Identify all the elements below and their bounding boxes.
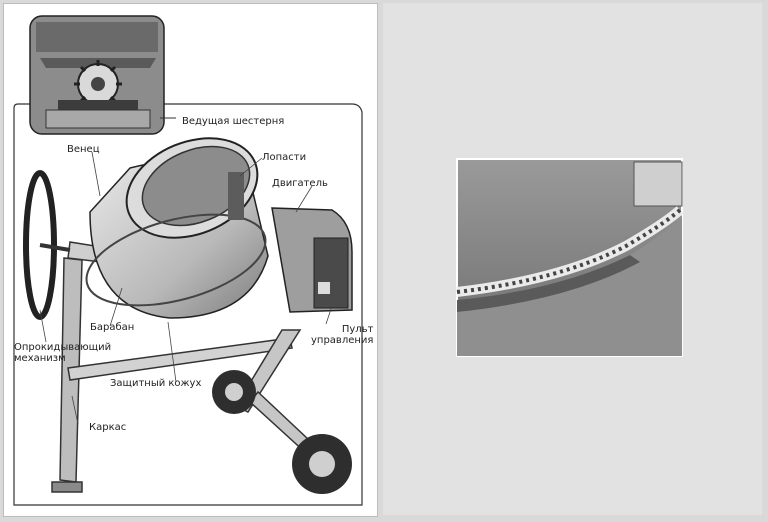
switch-icon [318, 282, 330, 294]
blade-icon [228, 172, 244, 220]
label-motor: Двигатель [272, 178, 328, 189]
label-tilt-mechanism: Опрокидывающий механизм [14, 342, 112, 364]
label-frame: Каркас [89, 422, 127, 433]
label-drive-gear: Ведущая шестерня [182, 116, 285, 127]
label-crown: Венец [67, 144, 100, 155]
crown-gear-photo [456, 158, 684, 357]
motor-housing [271, 207, 353, 313]
wheel-icon [292, 434, 352, 494]
drive-gear-inset [13, 15, 363, 506]
label-guard: Защитный кожух [110, 378, 202, 389]
tilt-wheel-icon [23, 170, 71, 320]
wheel-icon [212, 370, 256, 414]
label-blades: Лопасти [262, 152, 307, 163]
leader-lines [39, 151, 333, 425]
label-control-panel: Пульт управления [311, 324, 374, 346]
drum [85, 137, 269, 319]
label-drum: Барабан [90, 322, 135, 333]
